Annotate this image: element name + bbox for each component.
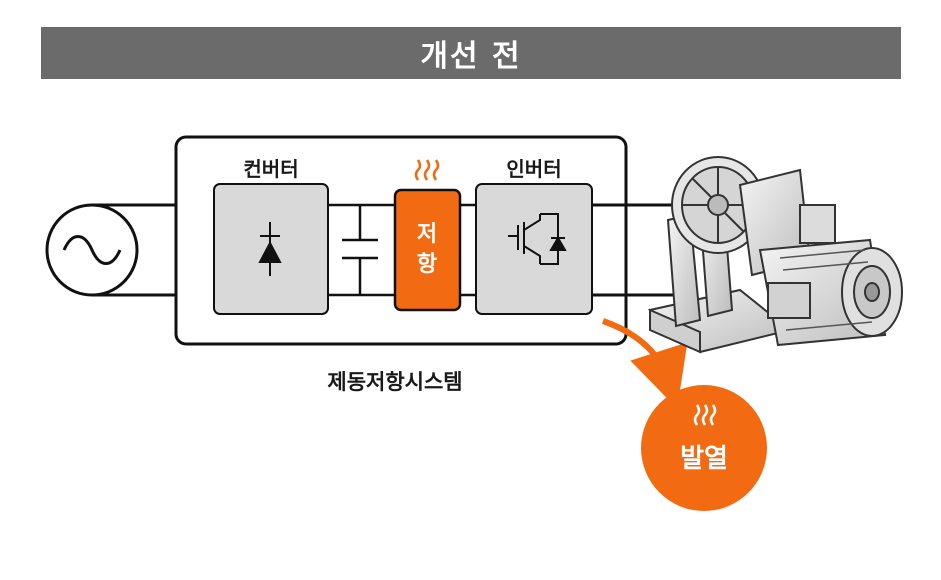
resistor-label-1: 저 — [417, 222, 437, 247]
converter-label: 컨버터 — [243, 157, 298, 181]
motor-hoist-icon — [647, 156, 903, 354]
inverter-label: 인버터 — [506, 157, 561, 181]
heat-wave-icon — [414, 159, 440, 181]
input-wires — [92, 203, 176, 297]
heat-wave-icon — [693, 404, 717, 426]
arrow-icon — [602, 318, 688, 409]
igbt-icon — [508, 213, 567, 265]
heat-circle — [641, 385, 767, 511]
resistor-block — [393, 188, 462, 312]
diode-icon — [258, 222, 282, 276]
inverter-block — [475, 183, 593, 315]
converter-block — [213, 183, 329, 315]
header-bar: 개선 전 — [41, 27, 901, 79]
page-title: 개선 전 — [420, 39, 522, 74]
ac-source-icon — [45, 203, 139, 297]
system-label: 제동저항시스템 — [327, 370, 462, 394]
heat-label: 발열 — [680, 444, 728, 474]
resistor-label-2: 항 — [417, 252, 437, 277]
dc-bus-wires — [328, 203, 476, 297]
